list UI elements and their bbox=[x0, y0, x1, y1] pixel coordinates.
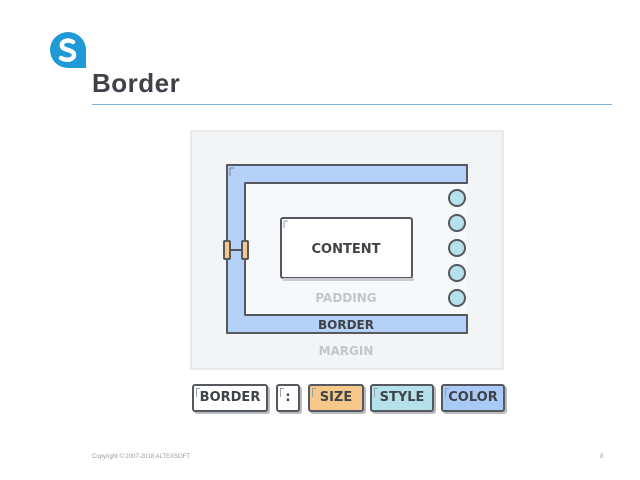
syntax-token-color: COLOR bbox=[441, 384, 505, 412]
style-dot bbox=[448, 239, 466, 257]
margin-label: MARGIN bbox=[319, 344, 374, 358]
style-dot bbox=[448, 289, 466, 307]
box-model-diagram: CONTENT PADDING BORDER MARGIN bbox=[190, 130, 504, 370]
style-dot bbox=[448, 214, 466, 232]
border-label: BORDER bbox=[318, 318, 374, 332]
style-dot bbox=[448, 189, 466, 207]
syntax-token-border: BORDER bbox=[192, 384, 268, 412]
page-number: 8 bbox=[600, 454, 604, 460]
content-label: CONTENT bbox=[312, 242, 381, 257]
padding-label: PADDING bbox=[315, 291, 376, 305]
border-style-dots bbox=[448, 189, 466, 307]
syntax-token-size: SIZE bbox=[308, 384, 364, 412]
style-dot bbox=[448, 264, 466, 282]
size-handle-icon bbox=[223, 240, 249, 260]
slide-title: Border bbox=[92, 68, 181, 98]
title-divider bbox=[92, 104, 612, 105]
border-frame bbox=[226, 164, 468, 334]
syntax-token-style: STYLE bbox=[370, 384, 434, 412]
copyright-text: Copyright © 2007-2018 ALTEXSOFT bbox=[92, 454, 191, 460]
syntax-token-colon: : bbox=[276, 384, 300, 412]
altexsoft-logo-icon bbox=[50, 32, 86, 68]
